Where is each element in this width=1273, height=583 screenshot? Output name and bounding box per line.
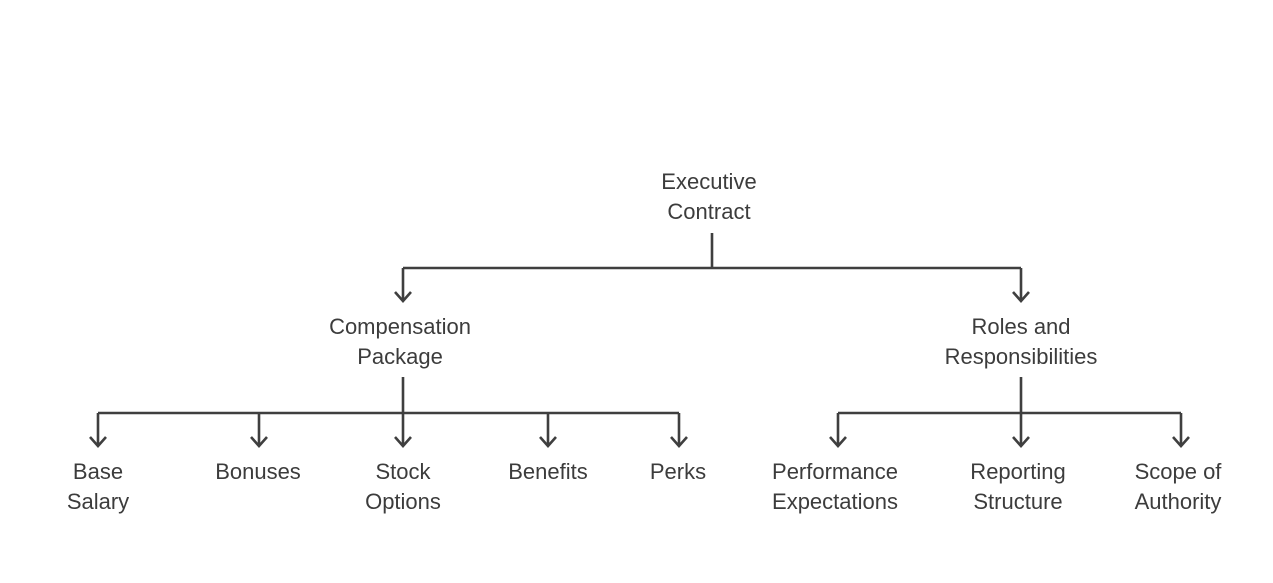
node-executive-contract: Executive Contract [661,167,756,227]
arrow-stock-options [394,436,412,448]
node-performance-expectations: Performance Expectations [772,457,898,517]
node-perks: Perks [650,457,706,487]
node-bonuses: Bonuses [215,457,301,487]
arrow-benefits [539,436,557,448]
node-reporting-structure-line-2: Structure [973,489,1063,514]
arrow-compensation-package [394,291,412,303]
node-performance-expectations-line-1: Performance [772,459,898,484]
arrow-roles-and-responsibilities [1012,291,1030,303]
node-scope-of-authority-line-2: Authority [1134,489,1222,514]
arrow-bonuses [250,436,268,448]
node-roles-and-responsibilities-line-1: Roles and [971,314,1071,339]
node-base-salary: Base Salary [67,457,129,517]
arrow-performance-expectations [829,436,847,448]
node-roles-and-responsibilities-line-2: Responsibilities [944,344,1098,369]
roles-connector [836,377,1183,445]
arrow-base-salary [89,436,107,448]
root-connector [401,233,1023,300]
node-stock-options-line-2: Options [365,489,441,514]
node-executive-contract-line-1: Executive [661,169,757,194]
node-reporting-structure: Reporting Structure [970,457,1065,517]
node-performance-expectations-line-2: Expectations [772,489,898,514]
node-compensation-package-line-1: Compensation [329,314,471,339]
node-scope-of-authority: Scope of Authority [1135,457,1222,517]
compensation-connector [96,377,681,445]
node-executive-contract-line-2: Contract [667,199,751,224]
node-base-salary-line-1: Base [72,459,124,484]
node-reporting-structure-line-1: Reporting [970,459,1066,484]
node-scope-of-authority-line-1: Scope of [1134,459,1222,484]
node-benefits: Benefits [508,457,588,487]
node-base-salary-line-2: Salary [66,489,130,514]
arrow-reporting-structure [1012,436,1030,448]
node-roles-and-responsibilities: Roles and Responsibilities [945,312,1098,372]
node-bonuses-line-1: Bonuses [215,459,301,484]
arrow-perks [670,436,688,448]
arrow-scope-of-authority [1172,436,1190,448]
node-perks-line-1: Perks [649,459,707,484]
node-compensation-package: Compensation Package [329,312,471,372]
node-benefits-line-1: Benefits [508,459,588,484]
node-compensation-package-line-2: Package [357,344,443,369]
node-stock-options: Stock Options [365,457,441,517]
node-stock-options-line-1: Stock [375,459,431,484]
